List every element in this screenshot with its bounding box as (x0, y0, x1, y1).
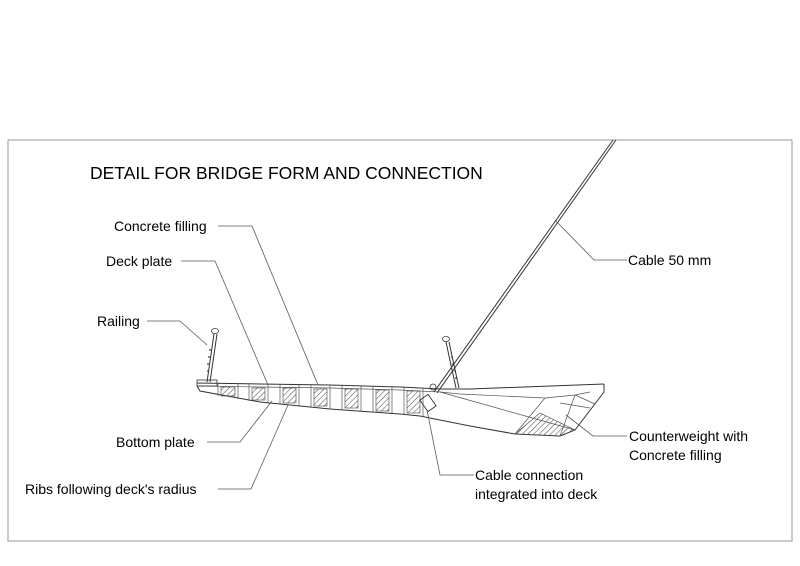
leader-cable-connection (426, 409, 474, 476)
cable-line (436, 139, 617, 394)
railing-post (209, 333, 218, 383)
drawing-frame (7, 139, 793, 542)
concrete-filling-blocks (220, 386, 421, 414)
deck-plate (196, 382, 605, 390)
cable (433, 139, 617, 394)
concrete-block (282, 387, 297, 404)
railing-post (448, 341, 460, 389)
label-bottom-plate: Bottom plate (116, 434, 195, 450)
counterweight-rib (514, 397, 546, 435)
counterweight-rib (574, 394, 596, 405)
bottom-plate (196, 385, 421, 417)
railing-knob (442, 336, 450, 342)
leader-railing (147, 320, 208, 346)
cable-anchor-pin (429, 383, 437, 391)
railing-post (206, 333, 215, 383)
concrete-block (313, 388, 328, 407)
counterweight-outline (419, 384, 605, 437)
label-concrete-filling: Concrete filling (114, 218, 207, 234)
counterweight-rib (559, 402, 591, 409)
label-cable-connection-1: Cable connection (475, 467, 583, 483)
cable-connection (419, 383, 437, 413)
drawing-title: DETAIL FOR BRIDGE FORM AND CONNECTION (90, 163, 483, 183)
label-railing: Railing (97, 313, 140, 329)
leader-cable (554, 219, 627, 261)
railing-knob (211, 328, 219, 334)
label-counterweight-2: Concrete filling (629, 447, 722, 463)
deck-section (196, 379, 605, 437)
concrete-block (344, 388, 359, 409)
counterweight-concrete (514, 412, 576, 437)
label-counterweight-1: Counterweight with (629, 428, 748, 444)
deck-ribs (217, 384, 424, 416)
railing-right (442, 336, 460, 389)
cable-anchor (419, 393, 437, 413)
label-cable-connection-2: integrated into deck (475, 486, 598, 502)
cable-line (433, 139, 614, 393)
leader-bottom-plate (207, 400, 273, 443)
concrete-block (375, 389, 390, 412)
railing-post (445, 341, 457, 389)
concrete-block (251, 387, 266, 401)
concrete-block (406, 390, 421, 414)
railing-left (206, 328, 219, 383)
leader-ribs (218, 404, 289, 490)
leader-counterweight (565, 414, 627, 437)
label-deck-plate: Deck plate (106, 253, 172, 269)
label-cable: Cable 50 mm (628, 252, 711, 268)
concrete-block (220, 386, 236, 397)
label-ribs: Ribs following deck's radius (25, 481, 197, 497)
leader-deck-plate (181, 260, 269, 386)
counterweight-brace (439, 391, 591, 399)
leader-concrete-filling (218, 225, 319, 386)
